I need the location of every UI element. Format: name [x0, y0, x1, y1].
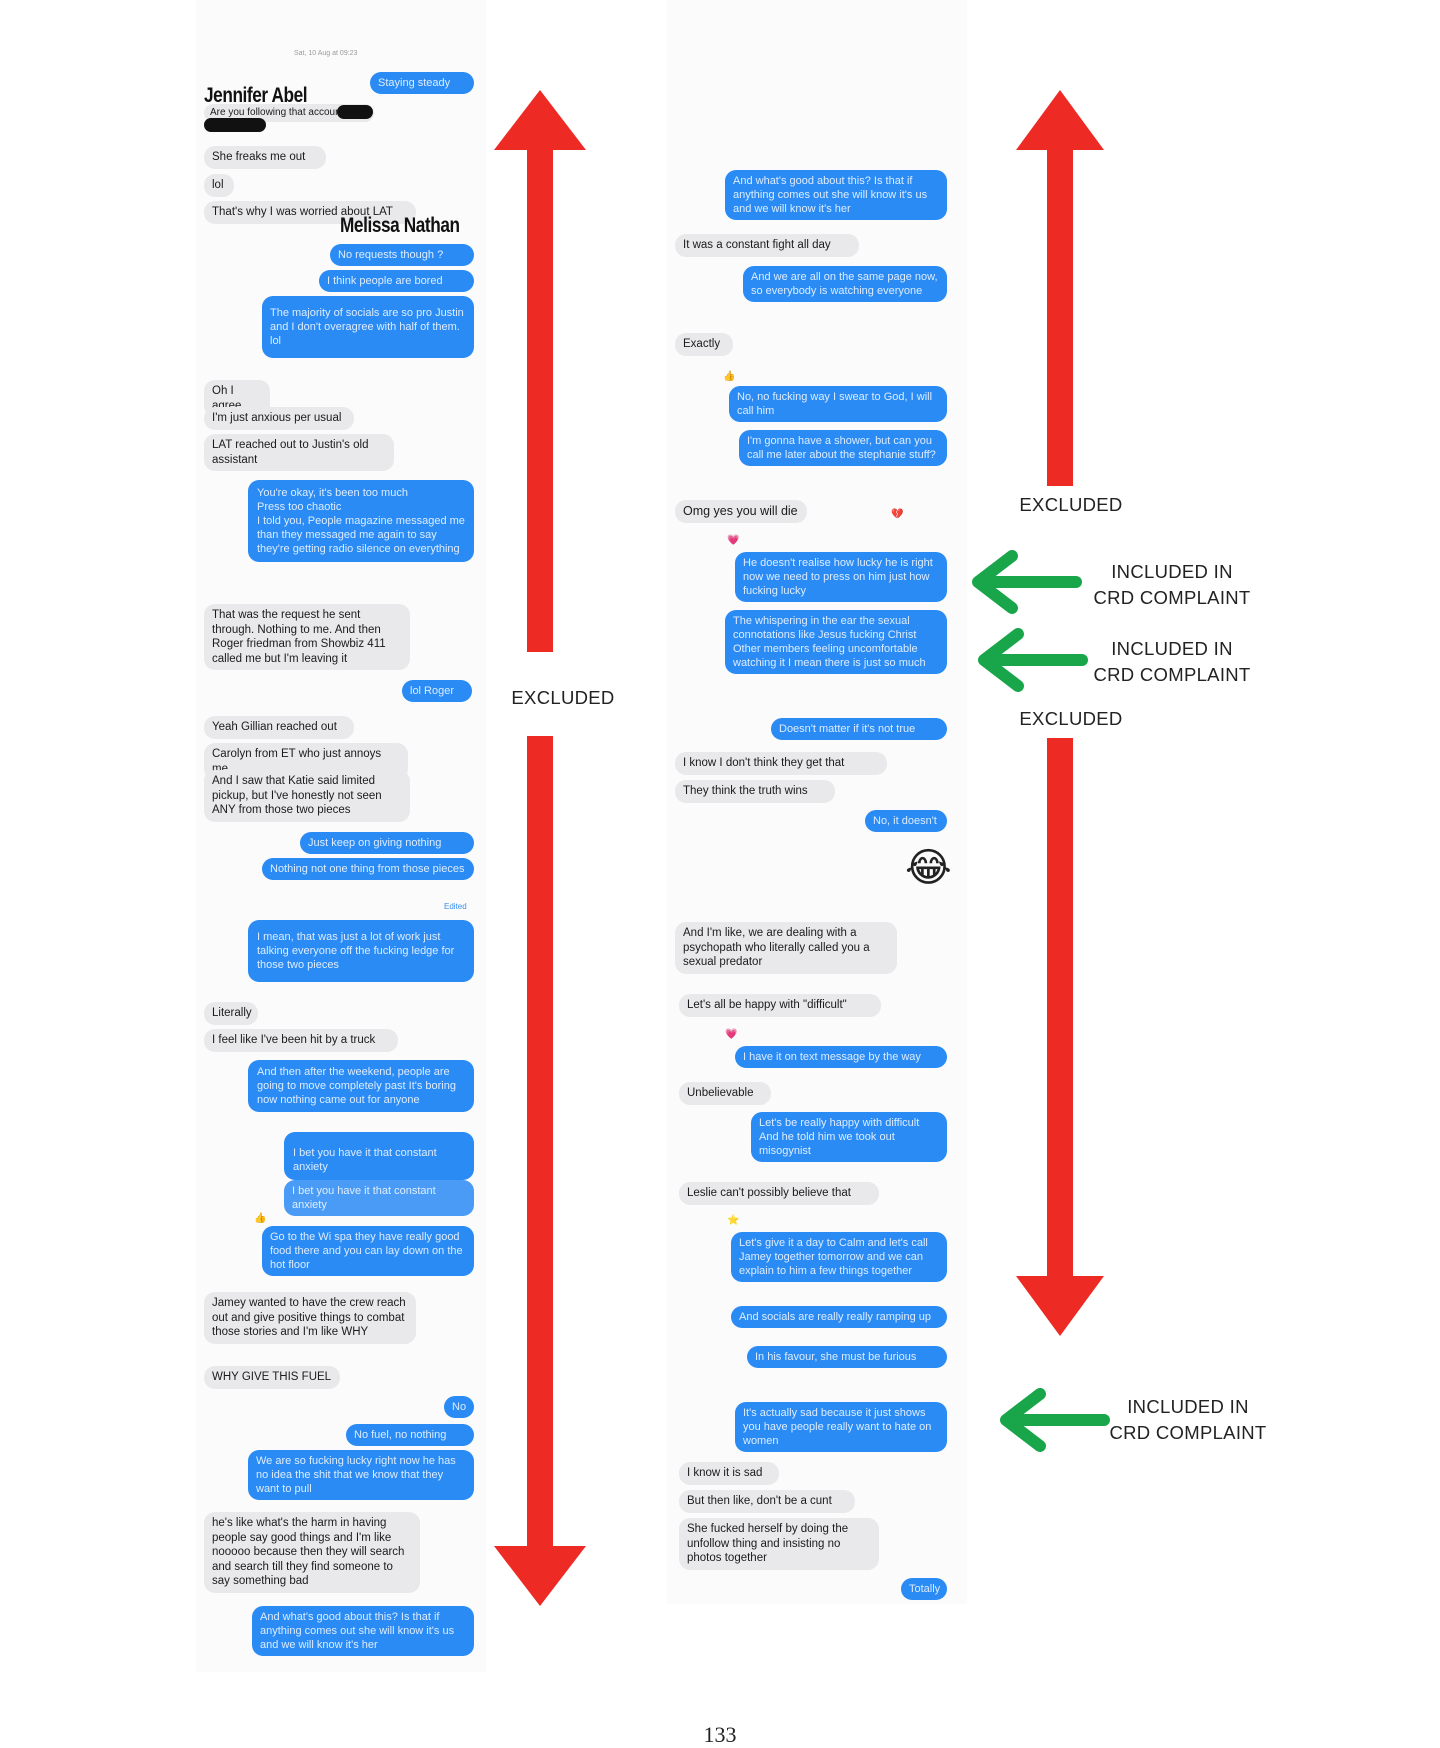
- tapback-icon: 👍: [723, 371, 736, 382]
- chat-bubble-incoming: he's like what's the harm in having peop…: [204, 1512, 420, 1593]
- chat-bubble-incoming: I'm just anxious per usual: [204, 407, 354, 430]
- chat-bubble-incoming: Let's all be happy with "difficult": [679, 994, 881, 1017]
- chat-bubble-outgoing: Staying steady: [370, 72, 474, 94]
- chat-bubble-incoming: Literally: [204, 1002, 258, 1025]
- chat-bubble-outgoing: I bet you have it that constant anxiety: [284, 1132, 474, 1180]
- chat-bubble-incoming: lol: [204, 174, 234, 197]
- included-label-line1: INCLUDED IN: [1111, 561, 1233, 582]
- chat-bubble-outgoing: I'm gonna have a shower, but can you cal…: [739, 430, 947, 466]
- chat-bubble-incoming: I feel like I've been hit by a truck: [204, 1029, 398, 1052]
- chat-bubble-incoming: That's why I was worried about LAT: [204, 201, 416, 224]
- chat-bubble-outgoing: I bet you have it that constant anxiety: [284, 1180, 474, 1216]
- chat-bubble-incoming: That was the request he sent through. No…: [204, 604, 410, 670]
- chat-bubble-outgoing: You're okay, it's been too much Press to…: [248, 480, 474, 562]
- heart-icon: 💗: [727, 535, 740, 546]
- star-icon: ⭐: [727, 1215, 740, 1226]
- excluded-label-left: EXCLUDED: [511, 687, 615, 708]
- edited-label: Edited: [444, 902, 467, 911]
- reaction-icon: 💗: [725, 1029, 738, 1040]
- chat-bubble-incoming: But then like, don't be a cunt: [679, 1490, 855, 1513]
- included-label-line2: CRD COMPLAINT: [1109, 1422, 1267, 1443]
- chat-bubble-outgoing: No: [444, 1396, 474, 1418]
- page-number: 133: [703, 1722, 737, 1747]
- chat-bubble-incoming: I know I don't think they get that: [675, 752, 887, 775]
- heart-broken-icon: 💔: [891, 509, 904, 520]
- excluded-label-right-top: EXCLUDED: [1019, 494, 1123, 515]
- chat-bubble-incoming: It was a constant fight all day: [675, 234, 859, 257]
- chat-bubble-outgoing: No, it doesn't: [865, 810, 947, 832]
- chat-bubble-incoming: She fucked herself by doing the unfollow…: [679, 1518, 879, 1570]
- chat-bubble-outgoing: lol Roger: [402, 680, 472, 702]
- chat-bubble-incoming: Yeah Gillian reached out: [204, 716, 354, 739]
- included-label-1: INCLUDED IN CRD COMPLAINT: [1092, 559, 1252, 611]
- chat-bubble-incoming: And I'm like, we are dealing with a psyc…: [675, 922, 897, 974]
- chat-bubble-incoming: I know it is sad: [679, 1462, 779, 1485]
- chat-bubble-outgoing: I have it on text message by the way: [735, 1046, 947, 1068]
- chat-bubble-outgoing: Totally: [901, 1578, 947, 1600]
- chat-bubble-incoming: LAT reached out to Justin's old assistan…: [204, 434, 394, 471]
- left-chat-column: Sat, 10 Aug at 09:23 Staying steady Jenn…: [196, 0, 486, 1672]
- chat-bubble-outgoing: And socials are really really ramping up: [731, 1306, 947, 1328]
- chat-bubble-outgoing: No fuel, no nothing: [346, 1424, 474, 1446]
- chat-bubble-outgoing: And what's good about this? Is that if a…: [252, 1606, 474, 1656]
- name-label-melissa-nathan: Melissa Nathan: [340, 214, 460, 237]
- excluded-label-right-mid: EXCLUDED: [1019, 708, 1123, 729]
- chat-bubble-incoming: Unbelievable: [679, 1082, 771, 1105]
- chat-bubble-outgoing: In his favour, she must be furious: [747, 1346, 947, 1368]
- chat-bubble-incoming: Are you following that account tho: [204, 104, 374, 122]
- chat-bubble-outgoing: I mean, that was just a lot of work just…: [248, 920, 474, 982]
- included-label-line2: CRD COMPLAINT: [1093, 664, 1251, 685]
- chat-bubble-incoming: WHY GIVE THIS FUEL: [204, 1366, 340, 1389]
- chat-bubble-incoming: They think the truth wins: [675, 780, 835, 803]
- chat-bubble-outgoing: I think people are bored: [319, 270, 474, 292]
- laughing-emoji-icon: 😂: [905, 846, 952, 890]
- chat-bubble-outgoing: No requests though ?: [330, 244, 474, 266]
- chat-bubble-outgoing: Just keep on giving nothing: [300, 832, 474, 854]
- chat-bubble-outgoing: Doesn't matter if it's not true: [771, 718, 947, 740]
- name-label-jennifer-abel: Jennifer Abel: [204, 84, 308, 107]
- chat-bubble-outgoing: The majority of socials are so pro Justi…: [262, 296, 474, 358]
- included-label-2: INCLUDED IN CRD COMPLAINT: [1092, 636, 1252, 688]
- chat-bubble-outgoing: No, no fucking way I swear to God, I wil…: [729, 386, 947, 422]
- chat-bubble-outgoing: The whispering in the ear the sexual con…: [725, 610, 947, 674]
- chat-bubble-outgoing: Nothing not one thing from those pieces: [262, 858, 474, 880]
- chat-bubble-outgoing: We are so fucking lucky right now he has…: [248, 1450, 474, 1500]
- chat-bubble-outgoing: And then after the weekend, people are g…: [248, 1060, 474, 1112]
- redaction-bar: [204, 118, 266, 132]
- chat-bubble-incoming: And I saw that Katie said limited pickup…: [204, 770, 410, 822]
- chat-bubble-outgoing: Go to the Wi spa they have really good f…: [262, 1226, 474, 1276]
- chat-bubble-outgoing: Let's give it a day to Calm and let's ca…: [731, 1232, 947, 1282]
- chat-bubble-incoming: Omg yes you will die: [675, 500, 807, 523]
- included-label-3: INCLUDED IN CRD COMPLAINT: [1108, 1394, 1268, 1446]
- chat-bubble-outgoing: He doesn't realise how lucky he is right…: [735, 552, 947, 602]
- included-label-line1: INCLUDED IN: [1111, 638, 1233, 659]
- included-label-line2: CRD COMPLAINT: [1093, 587, 1251, 608]
- redaction-bar: [337, 105, 373, 119]
- included-label-line1: INCLUDED IN: [1127, 1396, 1249, 1417]
- chat-bubble-outgoing: And we are all on the same page now, so …: [743, 266, 947, 302]
- chat-bubble-outgoing: Let's be really happy with difficult And…: [751, 1112, 947, 1162]
- chat-bubble-incoming: Jamey wanted to have the crew reach out …: [204, 1292, 416, 1344]
- message-timestamp: Sat, 10 Aug at 09:23: [294, 50, 358, 57]
- chat-bubble-incoming: She freaks me out: [204, 146, 326, 169]
- chat-bubble-incoming: Exactly: [675, 333, 733, 356]
- tapback-icon: 👍: [254, 1213, 267, 1224]
- chat-bubble-outgoing: It's actually sad because it just shows …: [735, 1402, 947, 1452]
- chat-bubble-incoming: Leslie can't possibly believe that: [679, 1182, 879, 1205]
- chat-bubble-outgoing: And what's good about this? Is that if a…: [725, 170, 947, 220]
- right-chat-column: And what's good about this? Is that if a…: [667, 0, 967, 1604]
